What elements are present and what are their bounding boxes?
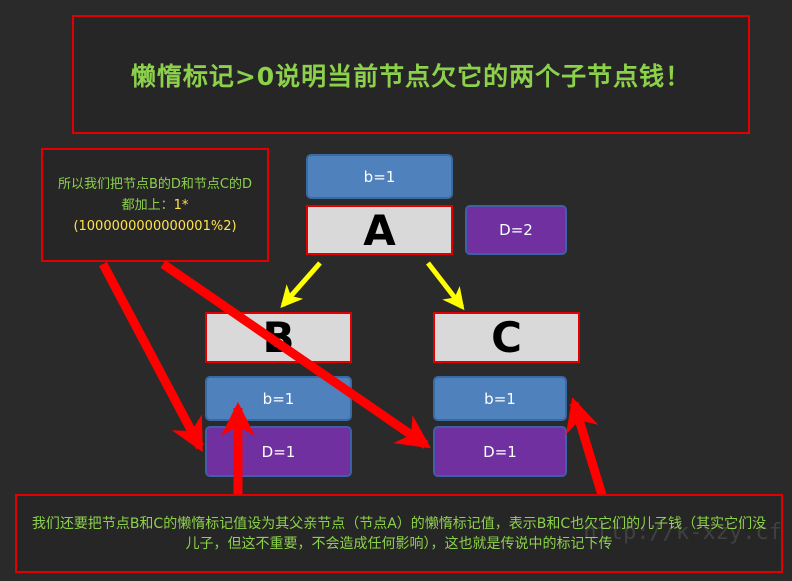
title-text: 懒惰标记>0说明当前节点欠它的两个子节点钱！ <box>130 61 692 91</box>
arrow-bottom-to-c-b <box>565 397 607 497</box>
arrow-a-to-b <box>280 261 322 309</box>
node-c: C <box>433 312 580 363</box>
node-b: B <box>205 312 352 363</box>
bottom-note-text: 我们还要把节点B和C的懒惰标记值设为其父亲节点（节点A）的懒惰标记值，表示B和C… <box>31 515 767 552</box>
node-c-b-box: b=1 <box>433 376 567 421</box>
note-box: 所以我们把节点B的D和节点C的D都加上：1* (1000000000000001… <box>41 148 269 262</box>
node-a-d-box: D=2 <box>465 205 567 255</box>
bottom-note-box: 我们还要把节点B和C的懒惰标记值设为其父亲节点（节点A）的懒惰标记值，表示B和C… <box>15 494 783 573</box>
node-b-b-box: b=1 <box>205 376 352 421</box>
node-a-b-box: b=1 <box>306 154 453 199</box>
arrow-a-to-c <box>426 261 465 311</box>
note-main: 所以我们把节点B的D和节点C的D都加上： <box>57 176 253 213</box>
note-text: 所以我们把节点B的D和节点C的D都加上：1* (1000000000000001… <box>53 174 257 237</box>
node-c-d-box: D=1 <box>433 426 567 477</box>
note-emph: 1* <box>173 197 189 213</box>
watermark: http://k-xzy.cf <box>583 520 782 545</box>
title-box: 懒惰标记>0说明当前节点欠它的两个子节点钱！ <box>72 15 750 134</box>
node-a: A <box>306 205 453 255</box>
node-b-d-box: D=1 <box>205 426 352 477</box>
note-expr: (1000000000000001%2) <box>73 218 237 234</box>
arrow-note-to-b-d <box>99 261 204 453</box>
